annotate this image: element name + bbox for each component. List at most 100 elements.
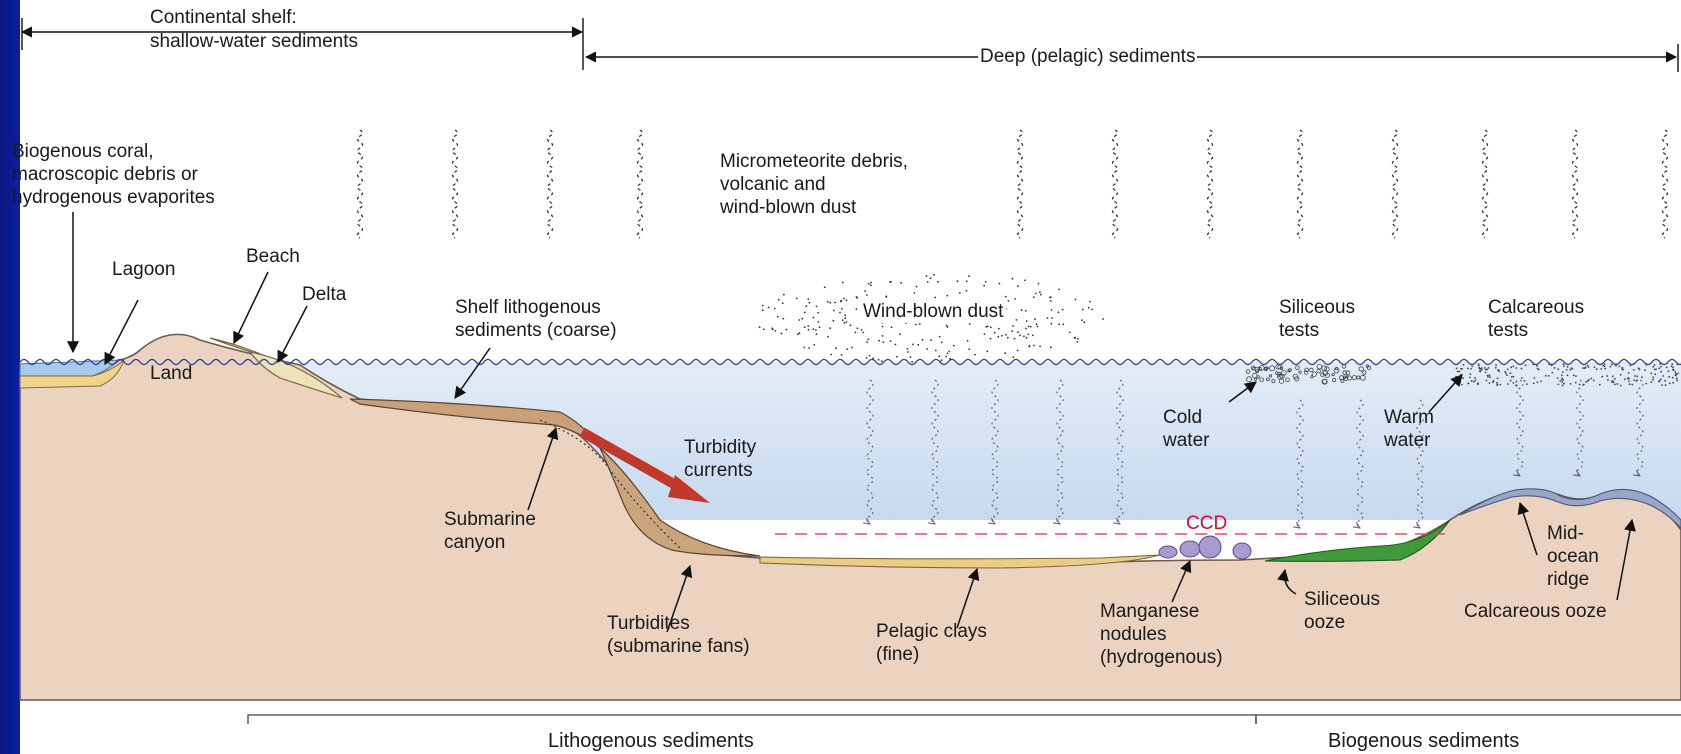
calcareous-test-particle bbox=[1478, 365, 1480, 367]
calcareous-test-particle bbox=[1563, 363, 1565, 365]
calcareous-test-particle bbox=[1506, 374, 1508, 376]
dust-particle bbox=[1077, 341, 1079, 343]
calcareous-test-particle bbox=[1495, 367, 1497, 369]
debris-squiggle bbox=[358, 130, 363, 238]
dust-particle bbox=[1027, 334, 1029, 336]
dust-particle bbox=[1058, 311, 1060, 313]
calcareous-test-particle bbox=[1507, 369, 1509, 371]
calcareous-test-particle bbox=[1588, 379, 1590, 381]
calcareous-test-particle bbox=[1624, 378, 1626, 380]
dust-particle bbox=[801, 318, 803, 320]
dust-particle bbox=[833, 310, 835, 312]
dust-particle bbox=[878, 359, 880, 361]
dust-particle bbox=[957, 280, 959, 282]
dust-particle bbox=[809, 302, 811, 304]
calcareous-test-particle bbox=[1504, 371, 1506, 373]
dust-particle bbox=[806, 305, 808, 307]
dust-particle bbox=[844, 317, 846, 319]
dust-particle bbox=[1038, 283, 1040, 285]
dust-particle bbox=[930, 277, 932, 279]
calcareous-test-particle bbox=[1668, 370, 1670, 372]
land-label: Land bbox=[150, 362, 192, 385]
debris-squiggle bbox=[548, 130, 553, 238]
calcareous-test-particle bbox=[1604, 366, 1606, 368]
dust-particle bbox=[966, 280, 968, 282]
calcareous-test-particle bbox=[1511, 376, 1513, 378]
dust-particle bbox=[1058, 289, 1060, 291]
dust-particle bbox=[919, 323, 921, 325]
dust-particle bbox=[803, 347, 805, 349]
dust-particle bbox=[855, 332, 857, 334]
dust-particle bbox=[1017, 331, 1019, 333]
dust-particle bbox=[1001, 335, 1003, 337]
dust-particle bbox=[915, 324, 917, 326]
calcareous-test-particle bbox=[1616, 383, 1618, 385]
calcareous-test-particle bbox=[1532, 364, 1534, 366]
dust-particle bbox=[778, 299, 780, 301]
dust-particle bbox=[866, 294, 868, 296]
dust-particle bbox=[891, 326, 893, 328]
calcareous-test-particle bbox=[1499, 384, 1501, 386]
dust-particle bbox=[867, 339, 869, 341]
calcareous-test-particle bbox=[1486, 368, 1488, 370]
calcareous-test-particle bbox=[1487, 375, 1489, 377]
calcareous-test-particle bbox=[1467, 383, 1469, 385]
calcareous-test-particle bbox=[1650, 381, 1652, 383]
calcareous-test-particle bbox=[1676, 363, 1678, 365]
dust-particle bbox=[1050, 346, 1052, 348]
pelagic-clays-label: Pelagic clays (fine) bbox=[876, 620, 987, 666]
dust-particle bbox=[986, 351, 988, 353]
deep-title: Deep (pelagic) sediments bbox=[978, 45, 1197, 68]
dust-particle bbox=[1069, 332, 1071, 334]
dust-particle bbox=[969, 323, 971, 325]
dust-particle bbox=[1026, 320, 1028, 322]
dust-particle bbox=[1023, 335, 1025, 337]
dust-particle bbox=[1102, 318, 1104, 320]
calcareous-test-particle bbox=[1540, 380, 1542, 382]
calcareous-test-particle bbox=[1533, 383, 1535, 385]
dust-particle bbox=[782, 302, 784, 304]
dust-particle bbox=[914, 292, 916, 294]
calcareous-test-particle bbox=[1628, 380, 1630, 382]
dust-particle bbox=[990, 326, 992, 328]
calcareous-test-particle bbox=[1489, 376, 1491, 378]
dust-particle bbox=[781, 333, 783, 335]
calcareous-test-particle bbox=[1524, 380, 1526, 382]
calcareous-test-particle bbox=[1551, 365, 1553, 367]
calcareous-test-particle bbox=[1496, 384, 1498, 386]
calcareous-ooze-label: Calcareous ooze bbox=[1464, 600, 1607, 623]
calcareous-test-particle bbox=[1606, 375, 1608, 377]
dust-particle bbox=[930, 339, 932, 341]
dust-particle bbox=[1062, 324, 1064, 326]
dust-particle bbox=[1012, 325, 1014, 327]
calcareous-test-particle bbox=[1562, 381, 1564, 383]
calcareous-tests-label: Calcareous tests bbox=[1488, 296, 1584, 342]
calcareous-test-particle bbox=[1481, 369, 1483, 371]
calcareous-test-particle bbox=[1470, 373, 1472, 375]
dust-particle bbox=[1011, 330, 1013, 332]
calcareous-test-particle bbox=[1674, 371, 1676, 373]
dust-particle bbox=[818, 321, 820, 323]
dust-particle bbox=[864, 290, 866, 292]
dust-particle bbox=[882, 341, 884, 343]
calcareous-test-particle bbox=[1557, 368, 1559, 370]
dust-particle bbox=[1077, 338, 1079, 340]
calcareous-test-particle bbox=[1601, 376, 1603, 378]
calcareous-test-particle bbox=[1622, 367, 1624, 369]
dust-particle bbox=[968, 348, 970, 350]
debris-squiggle bbox=[1483, 130, 1488, 238]
dust-particle bbox=[1014, 338, 1016, 340]
calcareous-test-particle bbox=[1591, 378, 1593, 380]
dust-particle bbox=[869, 355, 871, 357]
calcareous-test-particle bbox=[1537, 381, 1539, 383]
calcareous-test-particle bbox=[1675, 375, 1677, 377]
calcareous-test-particle bbox=[1548, 363, 1550, 365]
dust-particle bbox=[1024, 279, 1026, 281]
calcareous-test-particle bbox=[1525, 364, 1527, 366]
dust-particle bbox=[799, 332, 801, 334]
dust-particle bbox=[841, 354, 843, 356]
calcareous-test-particle bbox=[1669, 382, 1671, 384]
dust-particle bbox=[907, 351, 909, 353]
dust-particle bbox=[1005, 296, 1007, 298]
